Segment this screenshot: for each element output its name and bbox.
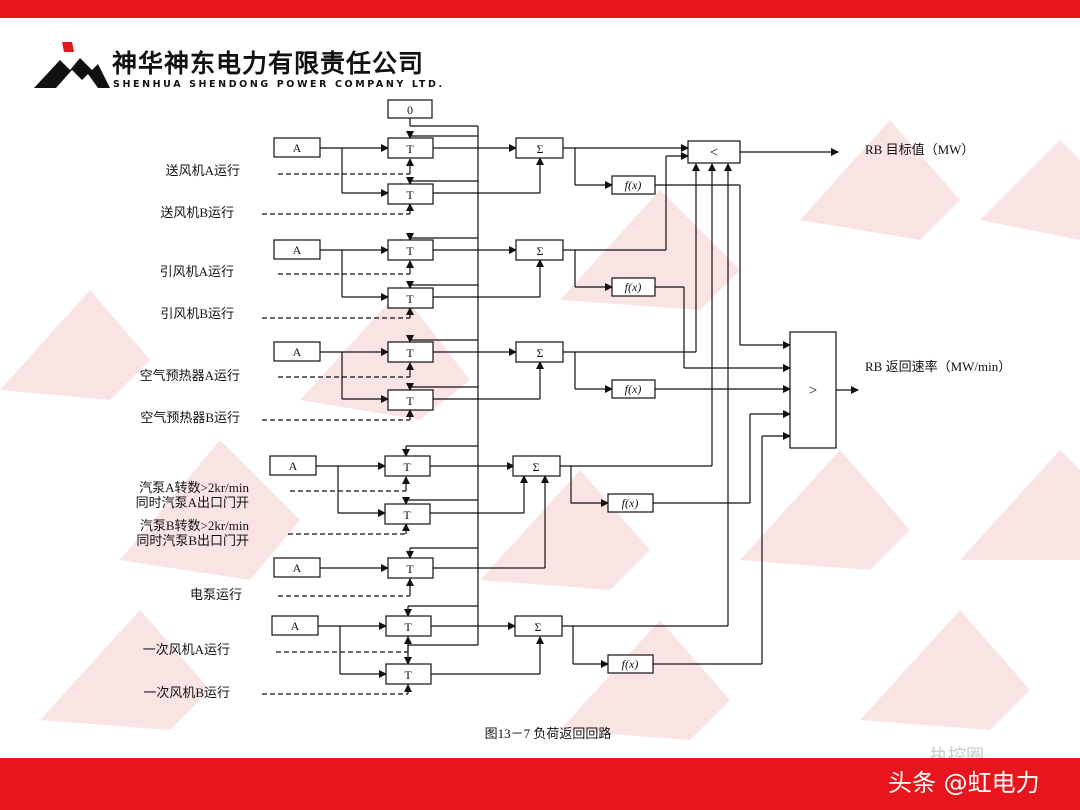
block-t: T	[406, 188, 414, 202]
constant-zero: 0	[407, 103, 413, 117]
block-a: A	[291, 619, 300, 633]
output-target-label: RB 目标值（MW）	[865, 142, 974, 157]
block-t: T	[404, 668, 412, 682]
block-min: <	[710, 145, 718, 161]
block-a: A	[293, 345, 302, 359]
bottom-red-bar	[0, 758, 1080, 810]
block-fx: f(x)	[622, 496, 639, 510]
block-t: T	[406, 394, 414, 408]
input-label: 汽泵B转数>2kr/min	[140, 518, 250, 533]
block-sum: Σ	[537, 346, 544, 360]
input-label: 同时汽泵A出口门开	[136, 495, 249, 510]
block-t: T	[403, 460, 411, 474]
block-max: >	[809, 383, 817, 399]
block-sum: Σ	[535, 620, 542, 634]
block-fx: f(x)	[622, 657, 639, 671]
block-sum: Σ	[537, 142, 544, 156]
figure-caption: 图13－7 负荷返回回路	[485, 726, 612, 741]
input-label: 送风机B运行	[160, 205, 234, 220]
footer-brand: 头条 @虹电力	[888, 769, 1040, 797]
input-label: 送风机A运行	[166, 163, 240, 178]
output-rate-label: RB 返回速率（MW/min）	[865, 359, 1011, 374]
block-t: T	[406, 562, 414, 576]
input-label: 同时汽泵B出口门开	[136, 533, 249, 548]
block-t: T	[406, 292, 414, 306]
block-sum: Σ	[533, 460, 540, 474]
input-label: 空气预热器B运行	[140, 410, 240, 425]
block-fx: f(x)	[625, 280, 642, 294]
company-name-en: SHENHUA SHENDONG POWER COMPANY LTD.	[113, 79, 445, 90]
block-a: A	[293, 243, 302, 257]
block-t: T	[403, 508, 411, 522]
block-t: T	[406, 244, 414, 258]
input-label: 一次风机A运行	[143, 642, 230, 657]
company-logo	[34, 42, 110, 88]
input-label: 空气预热器A运行	[140, 368, 240, 383]
company-name-cn: 神华神东电力有限责任公司	[112, 49, 425, 78]
input-label: 引风机B运行	[160, 306, 234, 321]
block-t: T	[404, 620, 412, 634]
block-t: T	[406, 346, 414, 360]
block-t: T	[406, 142, 414, 156]
input-label: 汽泵A转数>2kr/min	[139, 480, 249, 495]
block-a: A	[289, 459, 298, 473]
input-label: 电泵运行	[190, 587, 242, 602]
block-fx: f(x)	[625, 178, 642, 192]
input-label: 引风机A运行	[160, 264, 234, 279]
block-fx: f(x)	[625, 382, 642, 396]
block-sum: Σ	[537, 244, 544, 258]
block-a: A	[293, 561, 302, 575]
block-a: A	[293, 141, 302, 155]
input-label: 一次风机B运行	[143, 685, 230, 700]
top-red-bar	[0, 0, 1080, 18]
